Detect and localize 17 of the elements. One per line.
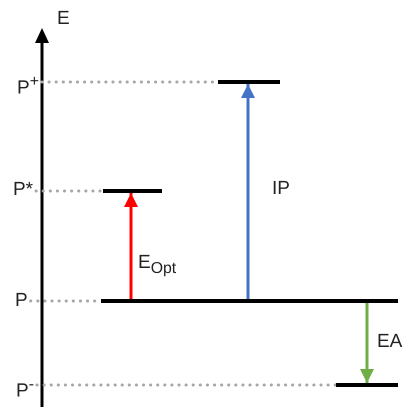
level-label: P bbox=[15, 290, 28, 312]
leader-line bbox=[34, 190, 104, 192]
axis-label: E bbox=[57, 8, 70, 30]
edge-label: E$_{Opt}$ bbox=[138, 252, 176, 279]
arrow bbox=[241, 84, 255, 299]
leader-line bbox=[35, 384, 338, 386]
level-label: P$^{-}$ bbox=[16, 374, 34, 402]
edge-label: EA bbox=[377, 331, 402, 353]
energy-level-bar bbox=[103, 189, 162, 193]
energy-level-bar bbox=[218, 80, 280, 84]
arrow bbox=[360, 303, 374, 383]
level-label: P$^{+}$ bbox=[17, 71, 39, 100]
energy-level-bar bbox=[336, 383, 398, 387]
energy-level-bar bbox=[101, 299, 398, 303]
edge-label: IP bbox=[272, 178, 290, 200]
arrow bbox=[124, 193, 138, 299]
level-label: P* bbox=[13, 179, 34, 201]
